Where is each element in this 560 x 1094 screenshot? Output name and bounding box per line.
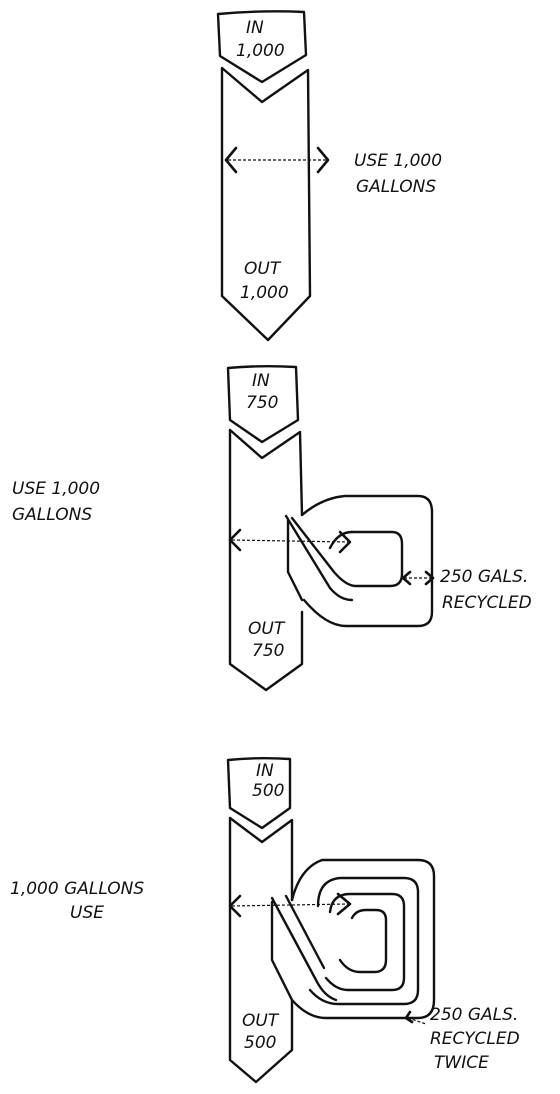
diagram-2: IN 750 USE 1,000 GALLONS 250 GALS. RECYC…	[12, 365, 532, 692]
diagram-2-inner-link	[328, 530, 354, 550]
diagram-2-in-label: IN	[252, 371, 270, 391]
diagram-2-use-line1: USE 1,000	[12, 479, 100, 499]
diagram-3-usage-arrow-right	[336, 892, 352, 916]
diagram-1-usage-arrow-right	[316, 146, 330, 174]
diagram-2-recycle-arrow-right	[424, 570, 435, 586]
diagram-3-crossover	[270, 894, 338, 1002]
diagram-2-recycle-loop-inner	[290, 516, 404, 588]
diagram-3-recycle-line3: TWICE	[434, 1053, 489, 1073]
diagram-2-usage-arrow-left	[228, 528, 242, 552]
diagram-3-out-value: 500	[244, 1033, 276, 1053]
diagram-3-recycle-arrow-head	[404, 1010, 414, 1024]
diagram-3-usage-arrow-left	[228, 894, 242, 918]
diagram-1-out-value: 1,000	[240, 283, 289, 303]
diagram-1-usage-arrow-left	[224, 146, 238, 174]
diagram-3-recycle-line2: RECYCLED	[430, 1029, 520, 1049]
diagram-3-in-label: IN	[256, 761, 274, 781]
diagram-1-use-line2: GALLONS	[356, 177, 436, 197]
diagram-3: IN 500 1,000 GALLONS USE 250 GALS. RECYC…	[10, 757, 520, 1084]
diagram-2-recycle-line1: 250 GALS.	[440, 567, 528, 587]
diagram-1-out-label: OUT	[244, 259, 282, 279]
diagram-2-in-value: 750	[246, 393, 278, 413]
diagram-3-recycle-line1: 250 GALS.	[430, 1005, 518, 1025]
diagram-2-main-channel	[228, 428, 304, 692]
diagram-2-in-segment	[226, 365, 300, 444]
diagram-1-in-value: 1,000	[236, 41, 285, 61]
diagram-1: IN 1,000 USE 1,000 GALLONS OUT 1,000	[216, 10, 442, 342]
diagram-1-in-segment	[216, 10, 308, 84]
diagram-3-recycle-loop-second	[324, 892, 406, 992]
diagram-3-recycle-loop-middle	[308, 876, 420, 1006]
diagram-2-usage-arrow-right	[338, 530, 352, 554]
diagram-2-recycle-loop-outer	[300, 494, 434, 628]
diagram-1-main-channel	[220, 66, 312, 342]
diagram-3-use-line1: 1,000 GALLONS	[10, 879, 144, 899]
diagram-1-in-label: IN	[246, 18, 264, 38]
diagram-3-use-line2: USE	[70, 903, 104, 923]
diagram-3-recycle-loop-outer	[290, 858, 436, 1020]
diagram-3-out-label: OUT	[242, 1011, 280, 1031]
diagram-3-recycle-arrow-line	[407, 1017, 427, 1025]
diagram-3-in-segment	[226, 757, 292, 830]
diagram-3-main-channel	[228, 816, 294, 1084]
diagram-3-recycle-loop-inner	[338, 908, 388, 974]
diagram-2-usage-arrow-line	[231, 539, 349, 543]
diagram-2-out-label: OUT	[248, 619, 286, 639]
diagram-2-use-line2: GALLONS	[12, 505, 92, 525]
diagram-1-use-line1: USE 1,000	[354, 151, 442, 171]
diagram-2-crossover	[284, 514, 354, 602]
diagram-3-in-value: 500	[252, 781, 284, 801]
diagram-2-recycle-line2: RECYCLED	[442, 593, 532, 613]
diagram-3-usage-arrow-line	[231, 903, 349, 907]
diagram-2-recycle-arrow-left	[401, 570, 412, 586]
diagram-2-out-value: 750	[252, 641, 284, 661]
